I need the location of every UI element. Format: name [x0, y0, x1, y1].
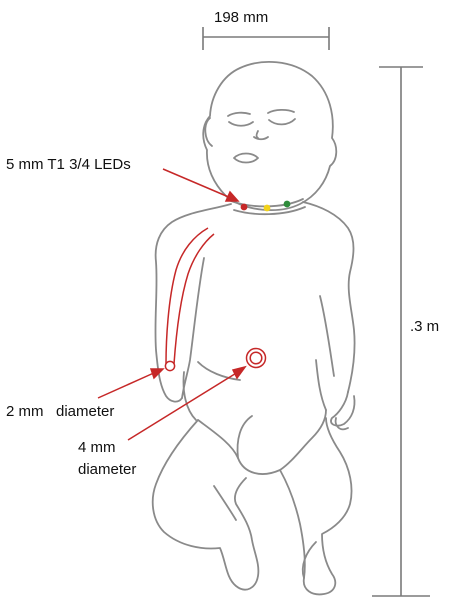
- right-arm-inner: [320, 296, 334, 376]
- right-eye: [269, 119, 295, 124]
- right-leg: [280, 418, 352, 594]
- head: [203, 62, 336, 210]
- diaper: [198, 410, 326, 474]
- right-hand: [331, 392, 355, 426]
- height-dimension-label: .3 m: [410, 319, 439, 334]
- tube-unit-label: diameter: [56, 404, 114, 419]
- left-shoulder: [155, 204, 231, 402]
- port-unit-label: diameter: [78, 462, 136, 477]
- width-dimension-label: 198 mm: [214, 10, 268, 25]
- tube: [165, 228, 214, 371]
- right-shoulder: [303, 202, 355, 392]
- tube-size-label: 2 mm: [6, 404, 44, 419]
- width-dimension-bracket: [203, 27, 329, 50]
- left-arm-inner: [182, 258, 204, 398]
- left-leg: [153, 420, 259, 590]
- baby-outline: [153, 62, 355, 594]
- port: [247, 349, 266, 368]
- port-size-label: 4 mm: [78, 440, 116, 455]
- leds-label: 5 mm T1 3/4 LEDs: [6, 157, 131, 172]
- led-green: [284, 201, 291, 208]
- ear: [205, 118, 212, 146]
- led-red: [241, 204, 248, 211]
- led-yellow: [264, 205, 271, 212]
- left-eye: [229, 122, 253, 126]
- mouth: [234, 154, 258, 163]
- annotation-arrows: [98, 169, 245, 440]
